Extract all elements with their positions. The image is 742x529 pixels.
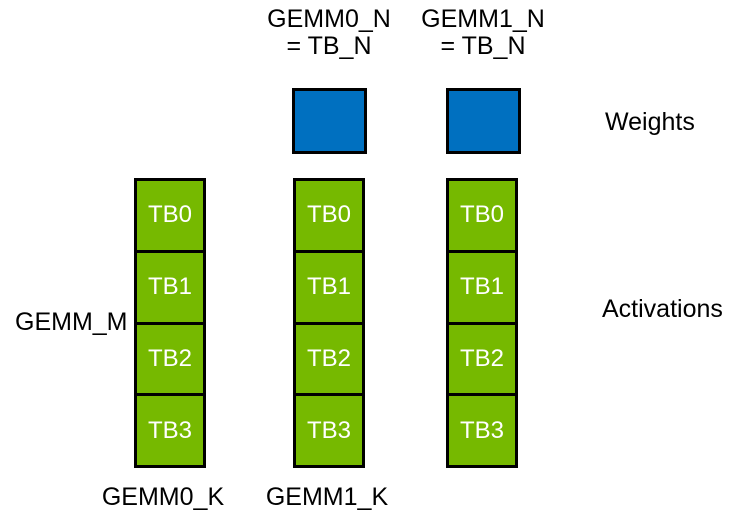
weights-square-gemm0: [292, 88, 367, 154]
tb-cell: TB0: [296, 181, 362, 250]
gemm0-n-line2: = TB_N: [286, 32, 372, 60]
gemm0-n-line1: GEMM0_N: [267, 5, 391, 33]
gemm1-n-line1: GEMM1_N: [421, 5, 545, 33]
gemm1-k-label: GEMM1_K: [265, 483, 389, 511]
gemm0-n-label: GEMM0_N = TB_N: [229, 6, 429, 60]
tb-cell: TB2: [449, 321, 515, 394]
weights-square-gemm1: [446, 88, 521, 154]
activations-column-1: TB0 TB1 TB2 TB3: [293, 178, 365, 468]
gemm1-n-line2: = TB_N: [440, 32, 526, 60]
tb-cell: TB3: [449, 393, 515, 465]
gemm-m-label: GEMM_M: [15, 308, 128, 336]
tb-cell: TB1: [137, 249, 203, 322]
activations-column-0: TB0 TB1 TB2 TB3: [134, 178, 206, 468]
activations-column-2: TB0 TB1 TB2 TB3: [446, 178, 518, 468]
tb-cell: TB3: [137, 393, 203, 465]
tb-cell: TB1: [449, 249, 515, 322]
activations-label: Activations: [602, 295, 723, 323]
tb-cell: TB2: [296, 321, 362, 394]
gemm1-n-label: GEMM1_N = TB_N: [383, 6, 583, 60]
tb-cell: TB2: [137, 321, 203, 394]
tb-cell: TB0: [137, 181, 203, 250]
tb-cell: TB1: [296, 249, 362, 322]
tb-cell: TB3: [296, 393, 362, 465]
tb-cell: TB0: [449, 181, 515, 250]
weights-label: Weights: [605, 108, 695, 136]
gemm0-k-label: GEMM0_K: [101, 483, 225, 511]
